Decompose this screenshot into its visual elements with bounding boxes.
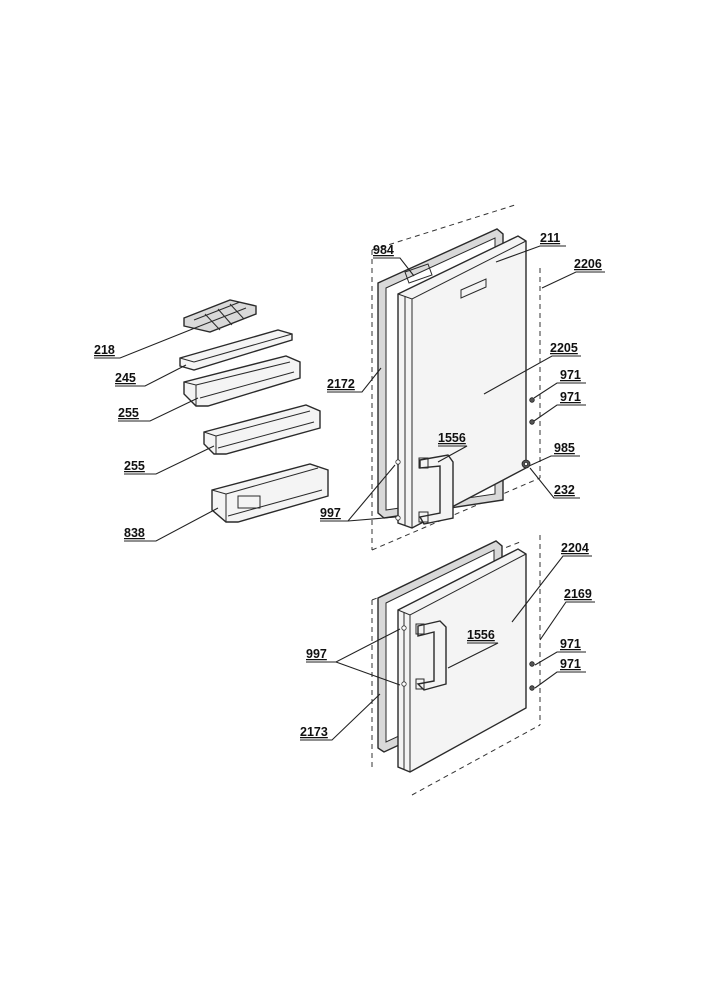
- label-997-lower: 997: [306, 647, 327, 661]
- label-2205: 2205: [550, 341, 578, 355]
- label-971-a: 971: [560, 368, 581, 382]
- plug: [401, 625, 407, 631]
- label-1556-upper: 1556: [438, 431, 466, 445]
- plug: [395, 459, 401, 465]
- upper-door-assembly: [371, 204, 541, 551]
- label-255-lower: 255: [124, 459, 145, 473]
- label-255-upper: 255: [118, 406, 139, 420]
- label-971-c: 971: [560, 637, 581, 651]
- lower-door-assembly: [371, 535, 541, 796]
- screw: [529, 661, 535, 667]
- callout-labels: 218 245 255 255 838 984 211 2206 2172 22…: [94, 231, 602, 739]
- upper-door-handle: [418, 454, 454, 525]
- label-218: 218: [94, 343, 115, 357]
- screw: [529, 685, 535, 691]
- hinge-pin: [524, 461, 529, 466]
- label-2204: 2204: [561, 541, 589, 555]
- plug: [401, 681, 407, 687]
- label-2173: 2173: [300, 725, 328, 739]
- label-2169: 2169: [564, 587, 592, 601]
- shelf-cover: [179, 329, 293, 371]
- label-997-upper: 997: [320, 506, 341, 520]
- upper-alignment-line: [371, 204, 516, 251]
- upper-alignment-line: [371, 477, 541, 551]
- screw: [529, 419, 535, 425]
- door-shelves: [179, 299, 329, 523]
- label-2172: 2172: [327, 377, 355, 391]
- screw: [529, 397, 535, 403]
- egg-tray: [183, 299, 257, 333]
- label-985: 985: [554, 441, 575, 455]
- label-245: 245: [115, 371, 136, 385]
- door-shelf-upper: [183, 355, 301, 407]
- label-232: 232: [554, 483, 575, 497]
- plug: [395, 515, 401, 521]
- top-hinge-cover: [404, 263, 433, 284]
- label-971-b: 971: [560, 390, 581, 404]
- lower-door-handle: [415, 620, 447, 691]
- label-211: 211: [540, 231, 560, 245]
- upper-door-panel: [397, 235, 527, 529]
- label-838: 838: [124, 526, 145, 540]
- door-shelf-lower: [203, 404, 321, 455]
- label-971-d: 971: [560, 657, 581, 671]
- label-984: 984: [373, 243, 394, 257]
- bottle-shelf: [211, 463, 329, 523]
- leader-lines: [94, 245, 605, 741]
- lower-alignment-line: [411, 724, 541, 796]
- label-1556-lower: 1556: [467, 628, 495, 642]
- label-2206: 2206: [574, 257, 602, 271]
